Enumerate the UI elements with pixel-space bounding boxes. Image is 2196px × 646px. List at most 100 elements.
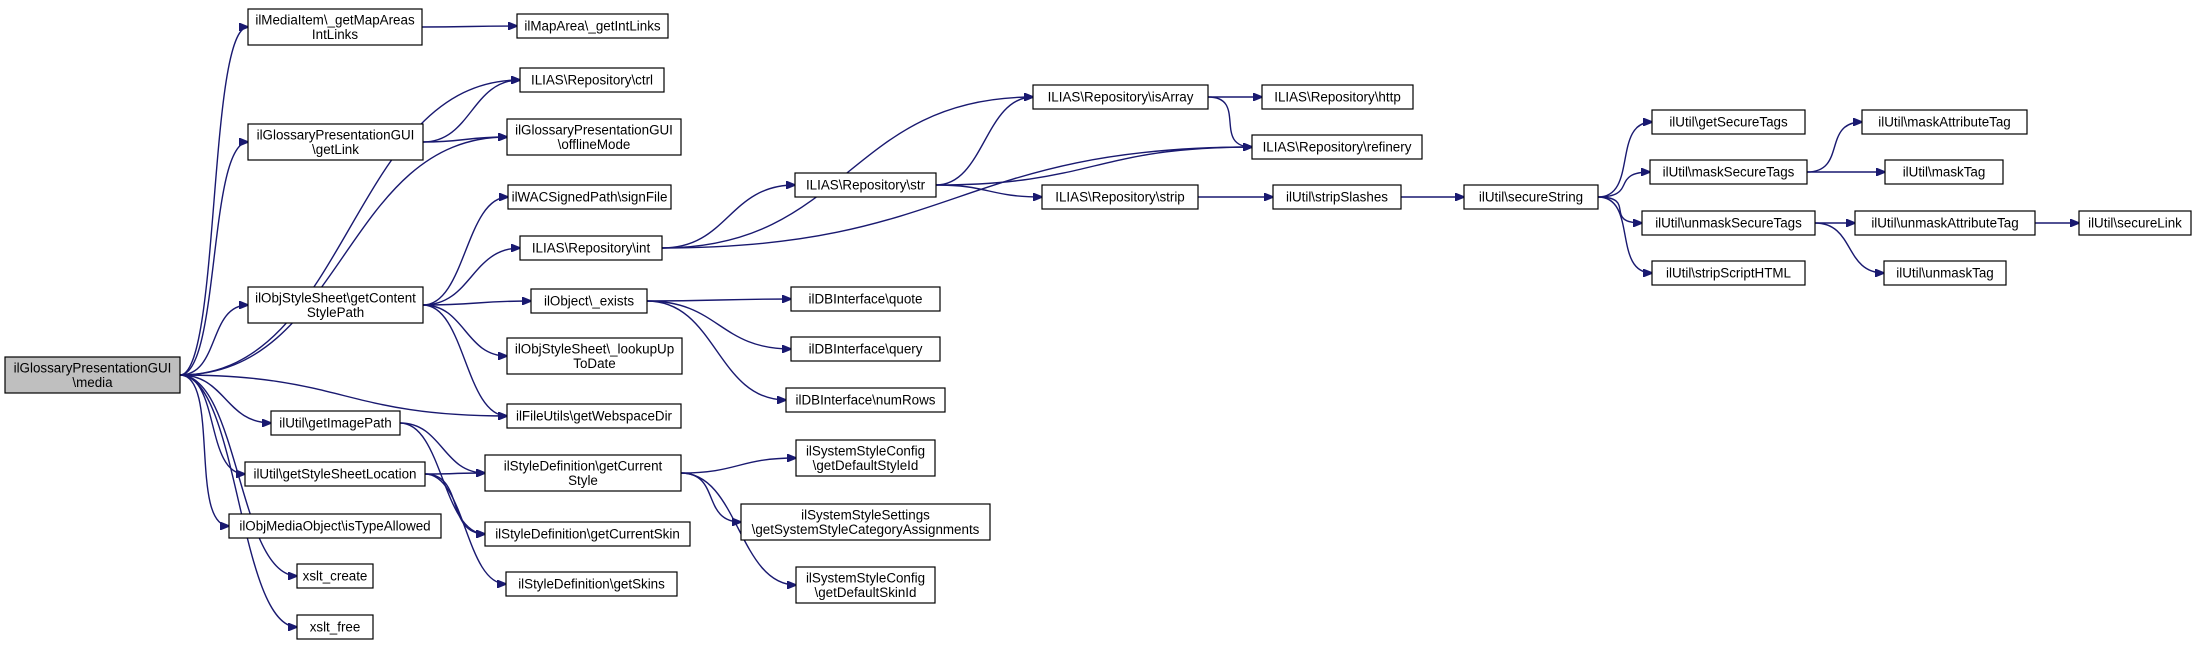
call-edge-n8-n11 [422, 304, 507, 416]
function-node[interactable]: ilWACSignedPath\signFile [507, 184, 672, 210]
call-edge-n23-n20 [935, 97, 1033, 186]
node-label: xslt_create [303, 569, 368, 584]
function-node[interactable]: ilUtil\getImagePath [270, 410, 401, 436]
function-node[interactable]: ilUtil\unmaskTag [1883, 260, 2007, 286]
function-node[interactable]: ilUtil\maskAttributeTag [1861, 109, 2028, 135]
function-node[interactable]: ILIAS\Repository\ctrl [519, 67, 665, 93]
node-label: ilGlossaryPresentationGUI [257, 127, 415, 142]
node-label: ILIAS\Repository\refinery [1263, 140, 1412, 155]
function-node[interactable]: ilSystemStyleConfig\getDefaultStyleId [795, 439, 936, 477]
function-node[interactable]: ilUtil\unmaskSecureTags [1641, 210, 1816, 236]
node-box [530, 288, 648, 314]
function-node[interactable]: ilFileUtils\getWebspaceDir [506, 403, 682, 429]
function-node[interactable]: ilUtil\stripScriptHTML [1651, 260, 1806, 286]
node-label: ilDBInterface\quote [809, 292, 923, 307]
call-edge-n26-n34 [1597, 172, 1650, 198]
node-box [519, 235, 663, 261]
node-box [790, 286, 941, 312]
function-node[interactable]: ILIAS\Repository\str [794, 172, 937, 198]
function-node[interactable]: xslt_create [296, 563, 374, 589]
node-box [1649, 159, 1808, 185]
node-label: ilUtil\maskTag [1903, 165, 1986, 180]
node-box [740, 503, 991, 541]
node-box [270, 410, 401, 436]
call-edge-n0-n19 [179, 374, 297, 627]
call-edge-n0-n5 [179, 137, 507, 376]
node-box [1463, 184, 1599, 210]
node-box [505, 571, 678, 597]
node-label: xslt_free [310, 620, 361, 635]
node-label: ilGlossaryPresentationGUI [14, 360, 172, 375]
function-node[interactable]: ilUtil\secureLink [2078, 210, 2192, 236]
node-box [1861, 109, 2028, 135]
function-node[interactable]: ilSystemStyleSettings\getSystemStyleCate… [740, 503, 991, 541]
node-label: \offlineMode [558, 137, 631, 152]
node-label: ilObject\_exists [544, 294, 634, 309]
function-node[interactable]: ilUtil\maskTag [1884, 159, 2004, 185]
call-edge-n13-n32 [680, 472, 796, 585]
root-function-node[interactable]: ilGlossaryPresentationGUI\media [4, 356, 181, 394]
function-node[interactable]: ilGlossaryPresentationGUI\offlineMode [506, 118, 682, 156]
call-edge-n35-n40 [1814, 222, 1884, 273]
node-label: ilObjStyleSheet\_lookupUp [515, 341, 674, 356]
function-node[interactable]: ILIAS\Repository\strip [1041, 184, 1199, 210]
function-node[interactable]: ilUtil\getSecureTags [1651, 109, 1806, 135]
function-node[interactable]: ilDBInterface\numRows [785, 387, 946, 413]
node-label: ilSystemStyleConfig [806, 570, 925, 585]
function-node[interactable]: ilObjMediaObject\isTypeAllowed [228, 513, 442, 539]
node-label: ILIAS\Repository\str [806, 178, 926, 193]
node-box [785, 387, 946, 413]
call-edge-n9-n29 [646, 300, 786, 400]
node-label: ilDBInterface\query [809, 342, 923, 357]
function-node[interactable]: ilDBInterface\quote [790, 286, 941, 312]
function-node[interactable]: ilMapArea\_getIntLinks [516, 13, 669, 39]
function-node[interactable]: ILIAS\Repository\http [1261, 84, 1414, 110]
node-label: \getDefaultStyleId [813, 458, 919, 473]
node-label: ilFileUtils\getWebspaceDir [516, 409, 673, 424]
call-edge-n12-n13 [399, 422, 485, 473]
call-edge-n20-n22 [1207, 96, 1252, 147]
node-box [1651, 109, 1806, 135]
function-node[interactable]: ilGlossaryPresentationGUI\getLink [247, 123, 424, 161]
function-node[interactable]: ilUtil\secureString [1463, 184, 1599, 210]
function-node[interactable]: ilUtil\getStyleSheetLocation [244, 461, 426, 487]
node-label: ilSystemStyleSettings [801, 507, 930, 522]
call-edge-n8-n6 [422, 197, 508, 306]
node-box [244, 461, 426, 487]
node-label: ilDBInterface\numRows [796, 393, 936, 408]
function-nodes: ilGlossaryPresentationGUI\media ilMediaIt… [4, 8, 2192, 640]
node-label: ILIAS\Repository\isArray [1048, 90, 1194, 105]
function-node[interactable]: ilUtil\maskSecureTags [1649, 159, 1808, 185]
function-node[interactable]: xslt_free [296, 614, 374, 640]
function-node[interactable]: ilObject\_exists [530, 288, 648, 314]
call-edge-n0-n14 [179, 374, 245, 474]
call-edge-n4-n5 [422, 137, 507, 143]
call-edge-n1-n2 [421, 26, 517, 27]
call-edge-n13-n30 [680, 458, 796, 474]
function-node[interactable]: ilSystemStyleConfig\getDefaultSkinId [795, 566, 936, 604]
node-label: \getSystemStyleCategoryAssignments [752, 522, 980, 537]
call-edge-n7-n23 [661, 185, 795, 249]
function-node[interactable]: ilStyleDefinition\getCurrentSkin [484, 521, 691, 547]
function-node[interactable]: ilStyleDefinition\getSkins [505, 571, 678, 597]
function-node[interactable]: ILIAS\Repository\int [519, 235, 663, 261]
call-edge-n34-n37 [1806, 122, 1862, 173]
call-edge-n23-n24 [935, 184, 1042, 197]
node-box [247, 286, 424, 324]
function-node[interactable]: ilUtil\stripSlashes [1272, 184, 1402, 210]
node-box [1032, 84, 1209, 110]
node-label: ilUtil\unmaskAttributeTag [1871, 216, 2018, 231]
node-box [1641, 210, 1816, 236]
function-node[interactable]: ILIAS\Repository\isArray [1032, 84, 1209, 110]
function-node[interactable]: ilUtil\unmaskAttributeTag [1854, 210, 2036, 236]
function-node[interactable]: ilDBInterface\query [790, 336, 941, 362]
node-box [296, 614, 374, 640]
node-box [2078, 210, 2192, 236]
node-box [1854, 210, 2036, 236]
function-node[interactable]: ILIAS\Repository\refinery [1251, 134, 1423, 160]
